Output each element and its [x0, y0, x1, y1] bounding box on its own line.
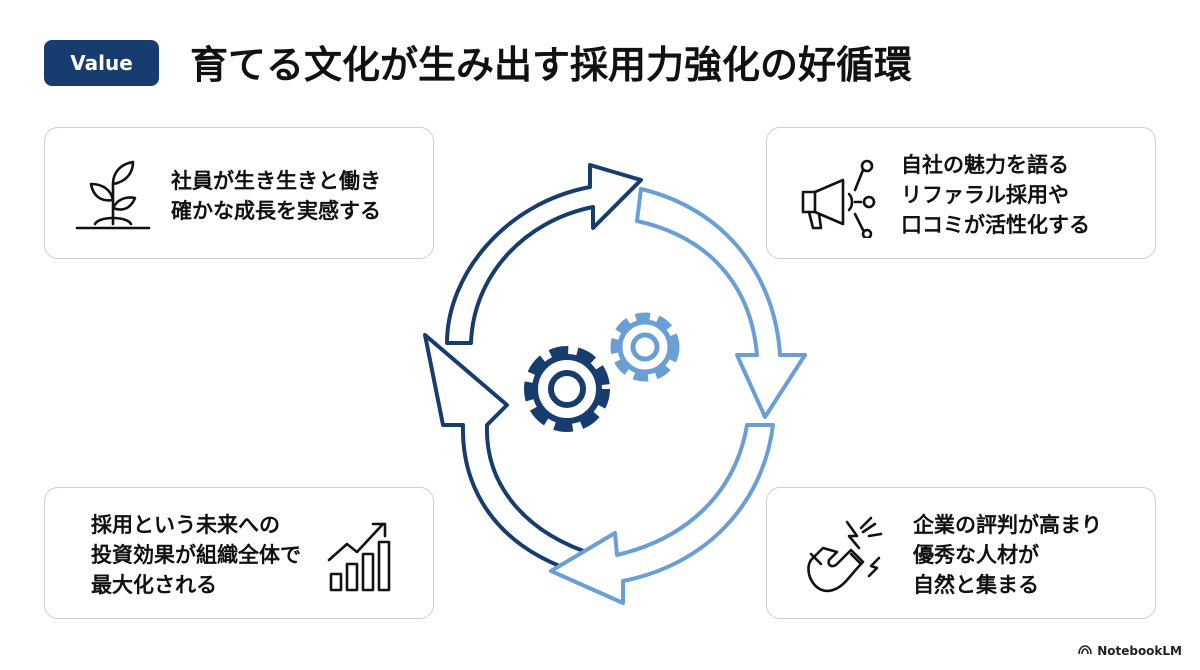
card-text: 企業の評判が高まり 優秀な人材が 自然と集まる [913, 510, 1102, 600]
gear-large-icon [524, 346, 610, 432]
page-title: 育てる文化が生み出す採用力強化の好循環 [190, 43, 913, 87]
card-text: 社員が生き生きと働き 確かな成長を実感する [171, 166, 381, 226]
card-text: 自社の魅力を語る リファラル採用や 口コミが活性化する [901, 150, 1090, 240]
notebooklm-logo-icon [1078, 644, 1092, 658]
magnet-icon [801, 514, 891, 602]
cycle-arrow-navy [423, 163, 643, 579]
brand-label: NotebookLM [1097, 644, 1182, 658]
cycle-arrow-light-blue [549, 187, 807, 605]
card-text-line: 社員が生き生きと働き [171, 169, 381, 193]
card-text-line: 自社の魅力を語る [901, 153, 1069, 177]
sprout-icon [71, 154, 155, 242]
card-reputation: 企業の評判が高まり 優秀な人材が 自然と集まる [766, 487, 1156, 619]
card-text-line: 自然と集まる [913, 573, 1039, 597]
card-employee-growth: 社員が生き生きと働き 確かな成長を実感する [44, 127, 434, 259]
card-text-line: 投資効果が組織全体で [91, 543, 301, 567]
gears-icon [524, 312, 680, 432]
cycle-diagram [423, 163, 807, 605]
card-text-line: リファラル採用や [901, 183, 1069, 207]
card-text-line: 確かな成長を実感する [171, 199, 381, 223]
value-badge: Value [44, 40, 159, 86]
card-text-line: 企業の評判が高まり [913, 513, 1102, 537]
card-investment-effect: 採用という未来への 投資効果が組織全体で 最大化される [44, 487, 434, 619]
card-text: 採用という未来への 投資効果が組織全体で 最大化される [91, 510, 301, 600]
megaphone-icon [797, 154, 887, 242]
card-text-line: 採用という未来への [91, 513, 280, 537]
card-text-line: 優秀な人材が [913, 543, 1039, 567]
notebooklm-brand: NotebookLM [1078, 644, 1182, 658]
card-text-line: 口コミが活性化する [901, 213, 1090, 237]
card-text-line: 最大化される [91, 573, 217, 597]
gear-small-icon [610, 312, 680, 382]
card-referral-recruiting: 自社の魅力を語る リファラル採用や 口コミが活性化する [766, 127, 1156, 259]
growth-chart-icon [325, 516, 405, 600]
